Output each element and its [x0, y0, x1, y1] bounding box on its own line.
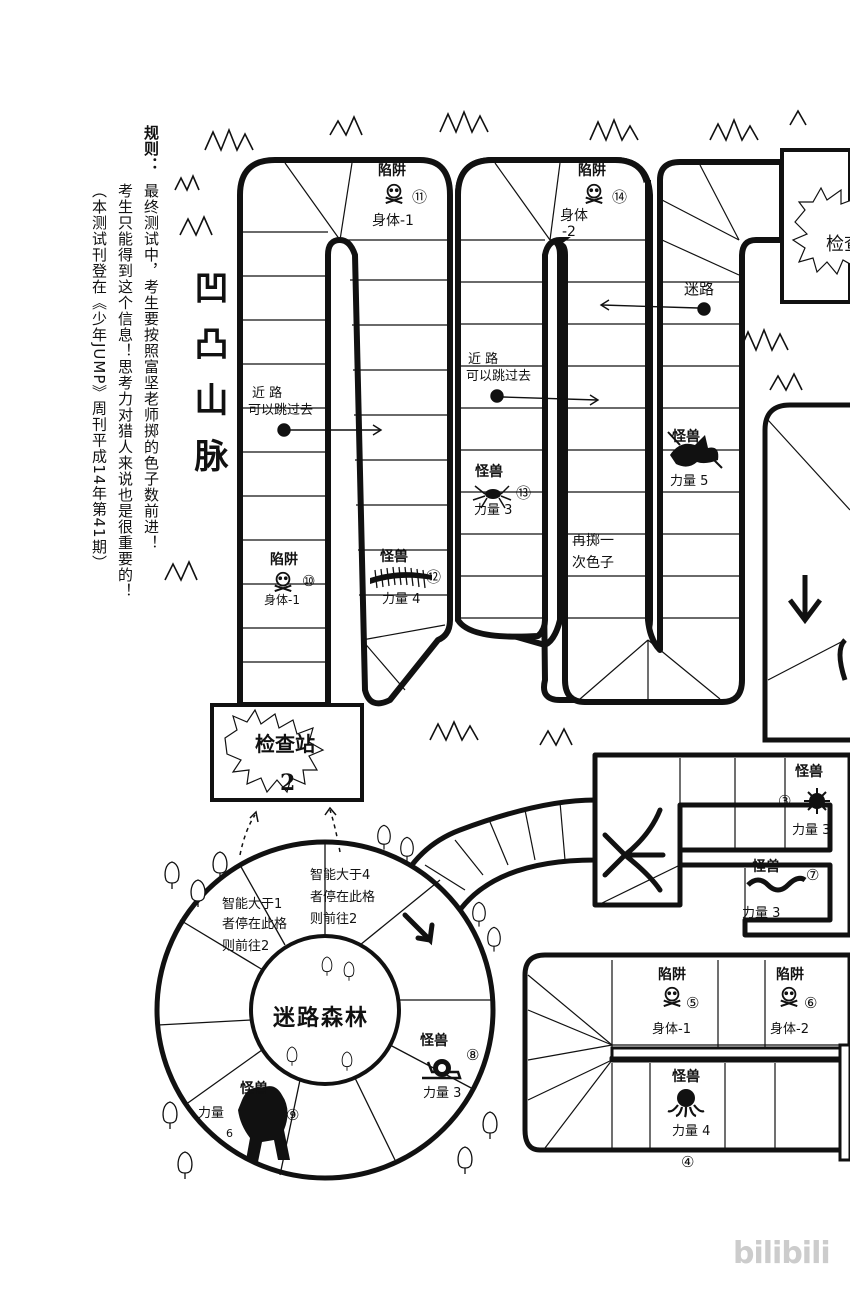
direction-arrows	[402, 807, 666, 946]
monster9-effect-b: 6	[226, 1127, 233, 1140]
monster13-num: ⑬	[516, 484, 532, 502]
trap11-type: 陷阱	[378, 163, 406, 179]
rules-line-1: 最终测试中，考生要按照富坚老师掷的色子数前进！	[142, 183, 160, 551]
forest-rule-b-line-3: 则前往2	[310, 912, 358, 927]
shortcut2-line-2: 可以跳过去	[466, 369, 532, 384]
track-segment-1	[237, 157, 453, 708]
checkpoint-2-number: 2	[280, 770, 296, 796]
monster12-num: ⑫	[426, 568, 442, 586]
monster8-effect: 力量 3	[423, 1086, 462, 1101]
monster12-type: 怪兽	[380, 549, 408, 565]
monster7-effect: 力量 3	[742, 906, 781, 921]
monster-r-type: 怪兽	[672, 429, 700, 445]
forest-exit-arrows	[239, 809, 341, 856]
maze-label: 迷路	[684, 280, 715, 298]
trap10-num: ⑩	[302, 572, 316, 590]
monster3-effect: 力量 3	[792, 823, 831, 838]
trap10-effect: 身体-1	[264, 593, 300, 607]
forest-rule-b-line-1: 智能大于4	[310, 868, 371, 883]
snake-icon	[746, 875, 807, 893]
trap14-effect-2: -2	[562, 224, 576, 240]
monster3-num: ③	[778, 792, 792, 810]
monster-r-effect: 力量 5	[670, 474, 709, 489]
checkpoint-2-label: 检查站	[255, 732, 315, 756]
trap5-type: 陷阱	[658, 967, 686, 983]
shortcut1-line-1: 近 路	[252, 386, 283, 401]
checkpoint-2-box	[210, 703, 364, 802]
reroll-line-2: 次色子	[572, 555, 614, 571]
dragon-icon	[667, 431, 723, 469]
centipede-icon	[370, 566, 432, 589]
trap6-effect: 身体-2	[770, 1022, 809, 1037]
trap5-effect: 身体-1	[652, 1022, 691, 1037]
forest-rule-a-line-2: 者停在此格	[222, 917, 288, 932]
trap11-effect: 身体-1	[372, 213, 414, 229]
forest-rule-b-line-2: 者停在此格	[310, 890, 376, 905]
monster8-type: 怪兽	[420, 1033, 448, 1049]
spiky-ball-icon	[804, 788, 830, 814]
monster9-type: 怪兽	[240, 1081, 268, 1097]
forest-title: 迷路森林	[273, 1005, 370, 1031]
monster7-num: ⑦	[806, 866, 820, 884]
monster12-effect: 力量 4	[382, 592, 421, 607]
monster4-num: ④	[681, 1153, 695, 1171]
monster7-type: 怪兽	[752, 859, 780, 875]
monster4-type: 怪兽	[672, 1069, 700, 1085]
snail-icon	[422, 1059, 462, 1080]
checkpoint-right-box	[780, 148, 850, 304]
forest-ring	[154, 839, 496, 1181]
checkpoint-right-label: 检查	[826, 234, 850, 255]
monster3-type: 怪兽	[795, 764, 823, 780]
monster8-num: ⑧	[466, 1046, 480, 1064]
monster13-type: 怪兽	[475, 464, 503, 480]
trap5-num: ⑤	[686, 994, 700, 1012]
trap6-num: ⑥	[804, 994, 818, 1012]
trap14-effect-1: 身体	[560, 208, 588, 224]
monster4-effect: 力量 4	[672, 1124, 711, 1139]
trap14-type: 陷阱	[578, 163, 606, 179]
monster9-effect-a: 力量	[198, 1106, 225, 1121]
mountain-title: 凹凸山脉	[188, 270, 228, 494]
rules-header: 规则：	[142, 125, 160, 173]
shortcut2-line-1: 近 路	[468, 352, 499, 367]
rules-note: （本测试刊登在《少年JUMP》周刊平成14年第41期）	[90, 183, 108, 571]
reroll-line-1: 再掷一	[572, 533, 614, 549]
spider-icon	[472, 485, 512, 509]
monster9-num: ⑨	[286, 1106, 300, 1124]
shortcut1-line-2: 可以跳过去	[248, 403, 314, 418]
trap6-type: 陷阱	[776, 967, 804, 983]
track-segment-right	[762, 402, 850, 743]
monster13-effect: 力量 3	[474, 503, 513, 518]
trap14-num: ⑭	[612, 188, 628, 206]
rules-line-2: 考生只能得到这个信息！思考力对猎人来说也是很重要的！	[116, 183, 134, 599]
octopus-icon	[667, 1089, 705, 1118]
forest-rule-a-line-1: 智能大于1	[222, 897, 283, 912]
forest-rule-a-line-3: 则前往2	[222, 939, 270, 954]
bilibili-watermark: bilibili	[733, 1236, 831, 1271]
trap11-num: ⑪	[412, 188, 428, 206]
shortcut-arrows	[277, 299, 711, 437]
beast-icon	[238, 1086, 290, 1162]
trap10-type: 陷阱	[270, 552, 298, 568]
monster-silhouettes	[238, 431, 830, 1162]
mountain-decorations	[164, 109, 807, 747]
